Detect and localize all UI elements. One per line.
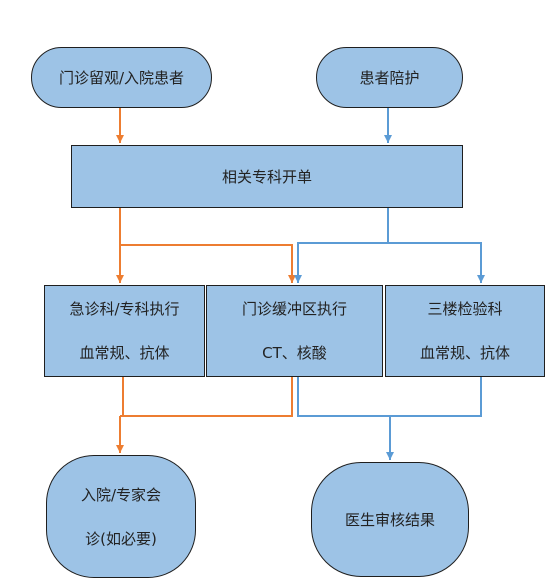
admission-line2: 诊(如必要) bbox=[85, 529, 157, 548]
admission-line1: 入院/专家会 bbox=[80, 485, 162, 504]
specialty-order-label: 相关专科开单 bbox=[221, 167, 312, 186]
lab-line2: 血常规、抗体 bbox=[419, 344, 510, 362]
emergency-line2: 血常规、抗体 bbox=[79, 344, 170, 362]
buffer-zone-line2: CT、核酸 bbox=[262, 344, 327, 362]
line-buffer-to-merge-orange bbox=[120, 377, 293, 417]
outpatient-inpatient-node: 门诊留观/入院患者 bbox=[31, 47, 212, 108]
buffer-zone-line1: 门诊缓冲区执行 bbox=[241, 300, 347, 318]
arrow-order-to-lab bbox=[388, 242, 485, 283]
emergency-node: 急诊科/专科执行 血常规、抗体 bbox=[44, 285, 205, 377]
arrow-order-to-buffer-orange bbox=[120, 244, 296, 283]
review-label: 医生审核结果 bbox=[344, 510, 435, 529]
emergency-line1: 急诊科/专科执行 bbox=[69, 300, 180, 318]
escort-label: 患者陪护 bbox=[359, 68, 420, 87]
review-node: 医生审核结果 bbox=[311, 462, 469, 577]
lab-node: 三楼检验科 血常规、抗体 bbox=[385, 285, 545, 377]
specialty-order-node: 相关专科开单 bbox=[71, 145, 463, 208]
lab-line1: 三楼检验科 bbox=[427, 300, 503, 318]
admission-node: 入院/专家会 诊(如必要) bbox=[46, 455, 196, 578]
line-buffer-to-merge-blue bbox=[297, 377, 390, 417]
blue-path-connectors bbox=[294, 108, 485, 460]
line-order-split-blue bbox=[294, 208, 389, 283]
orange-path-connectors bbox=[116, 108, 296, 453]
line-lab-to-merge bbox=[390, 377, 482, 417]
outpatient-inpatient-label: 门诊留观/入院患者 bbox=[58, 68, 185, 87]
buffer-zone-node: 门诊缓冲区执行 CT、核酸 bbox=[206, 285, 383, 377]
escort-node: 患者陪护 bbox=[316, 47, 463, 108]
